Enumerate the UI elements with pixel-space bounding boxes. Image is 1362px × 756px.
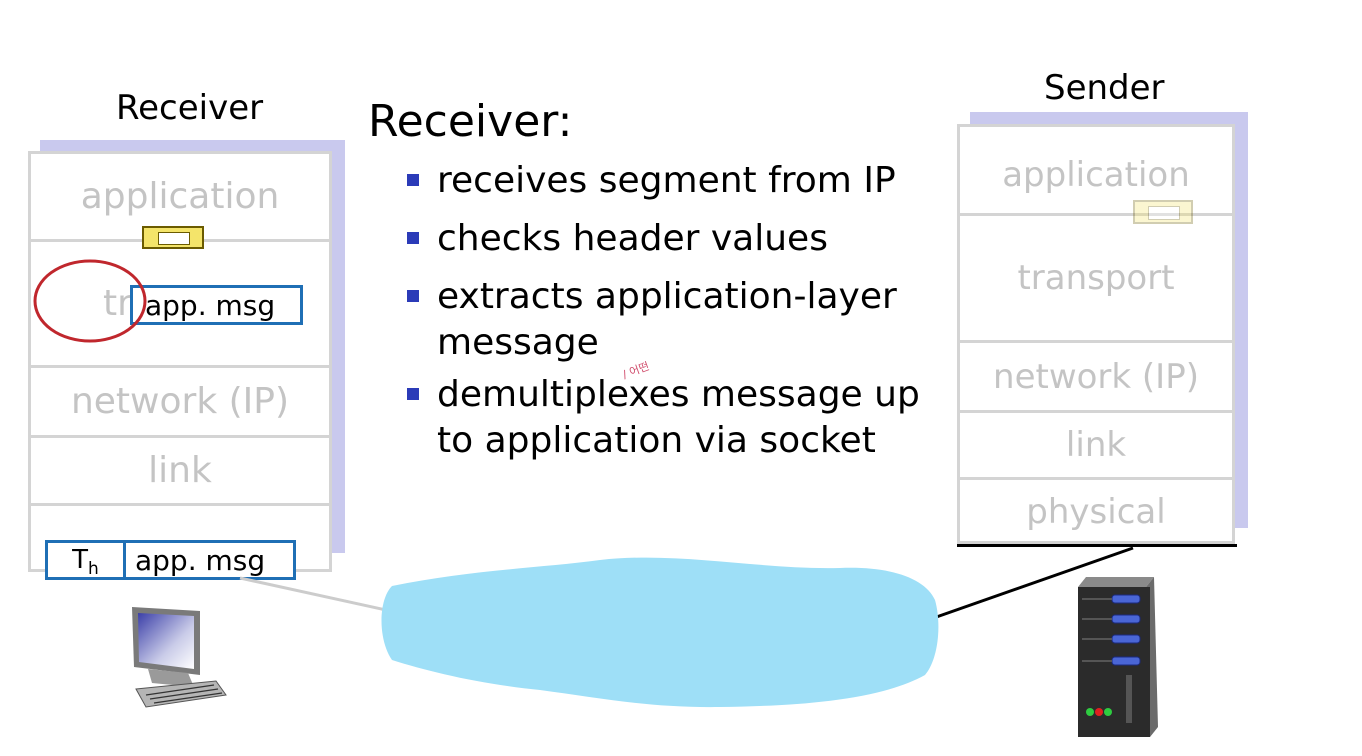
bullet-text: demultiplexes message up to application … [437, 374, 920, 461]
receiver-segment-icon [142, 226, 204, 249]
network-cloud [381, 557, 939, 708]
bullet-text: checks header values [437, 218, 828, 259]
sender-segment-icon [1133, 200, 1193, 224]
bullet-marker-icon [407, 290, 419, 302]
explanation-heading: Receiver: [368, 96, 573, 147]
sender-access-link [924, 546, 1134, 623]
sender-layer-label: application [1002, 155, 1190, 195]
bullet-item: demultiplexes message up to application … [405, 372, 957, 464]
transport-app-message-label: app. msg [145, 288, 276, 322]
receiver-layer-label: application [80, 176, 280, 217]
segment-message-label: app. msg [135, 543, 266, 577]
segment-header-subscript: h [88, 559, 99, 579]
receiver-protocol-stack: application transport network (IP) link … [28, 151, 332, 580]
bullet-marker-icon [407, 174, 419, 186]
sender-layer-physical: physical [960, 480, 1232, 544]
sender-title: Sender [1044, 68, 1165, 108]
bullet-item: extracts application-layer message [405, 274, 907, 366]
sender-layer-label: link [1065, 425, 1127, 465]
server-icon [1078, 577, 1158, 737]
sender-layer-label: transport [1017, 258, 1175, 298]
transport-app-message-box: app. msg [130, 285, 303, 325]
sender-layer-label: network (IP) [993, 356, 1199, 397]
receiver-access-link [239, 576, 396, 614]
receiver-layer-label: link [148, 450, 212, 491]
segment-message-box: app. msg [123, 540, 296, 580]
bullet-marker-icon [407, 388, 419, 400]
receiver-layer-label: network (IP) [70, 381, 290, 422]
desktop-computer-icon [132, 607, 227, 708]
sender-stack-baseline [957, 544, 1237, 547]
bullet-item: receives segment from IP [405, 158, 965, 204]
receiver-layer-network: network (IP) [31, 368, 329, 438]
receiver-layer-link: link [31, 438, 329, 506]
sender-layer-network: network (IP) [960, 343, 1232, 413]
bullet-text: extracts application-layer message [437, 276, 897, 363]
bullet-item: checks header values [405, 216, 965, 262]
receiver-layer-application: application [31, 154, 329, 242]
sender-layer-application: application [960, 127, 1232, 216]
bullet-text: receives segment from IP [437, 160, 896, 201]
receiver-title: Receiver [116, 88, 264, 128]
sender-layer-transport: transport [960, 216, 1232, 343]
sender-protocol-stack: application transport network (IP) link … [957, 124, 1235, 544]
sender-layer-label: physical [1026, 492, 1166, 532]
segment-header-label: T [72, 545, 89, 575]
explanation-bullet-list: receives segment from IP checks header v… [405, 158, 965, 476]
bullet-marker-icon [407, 232, 419, 244]
highlight-circle [33, 259, 147, 343]
sender-layer-link: link [960, 413, 1232, 480]
